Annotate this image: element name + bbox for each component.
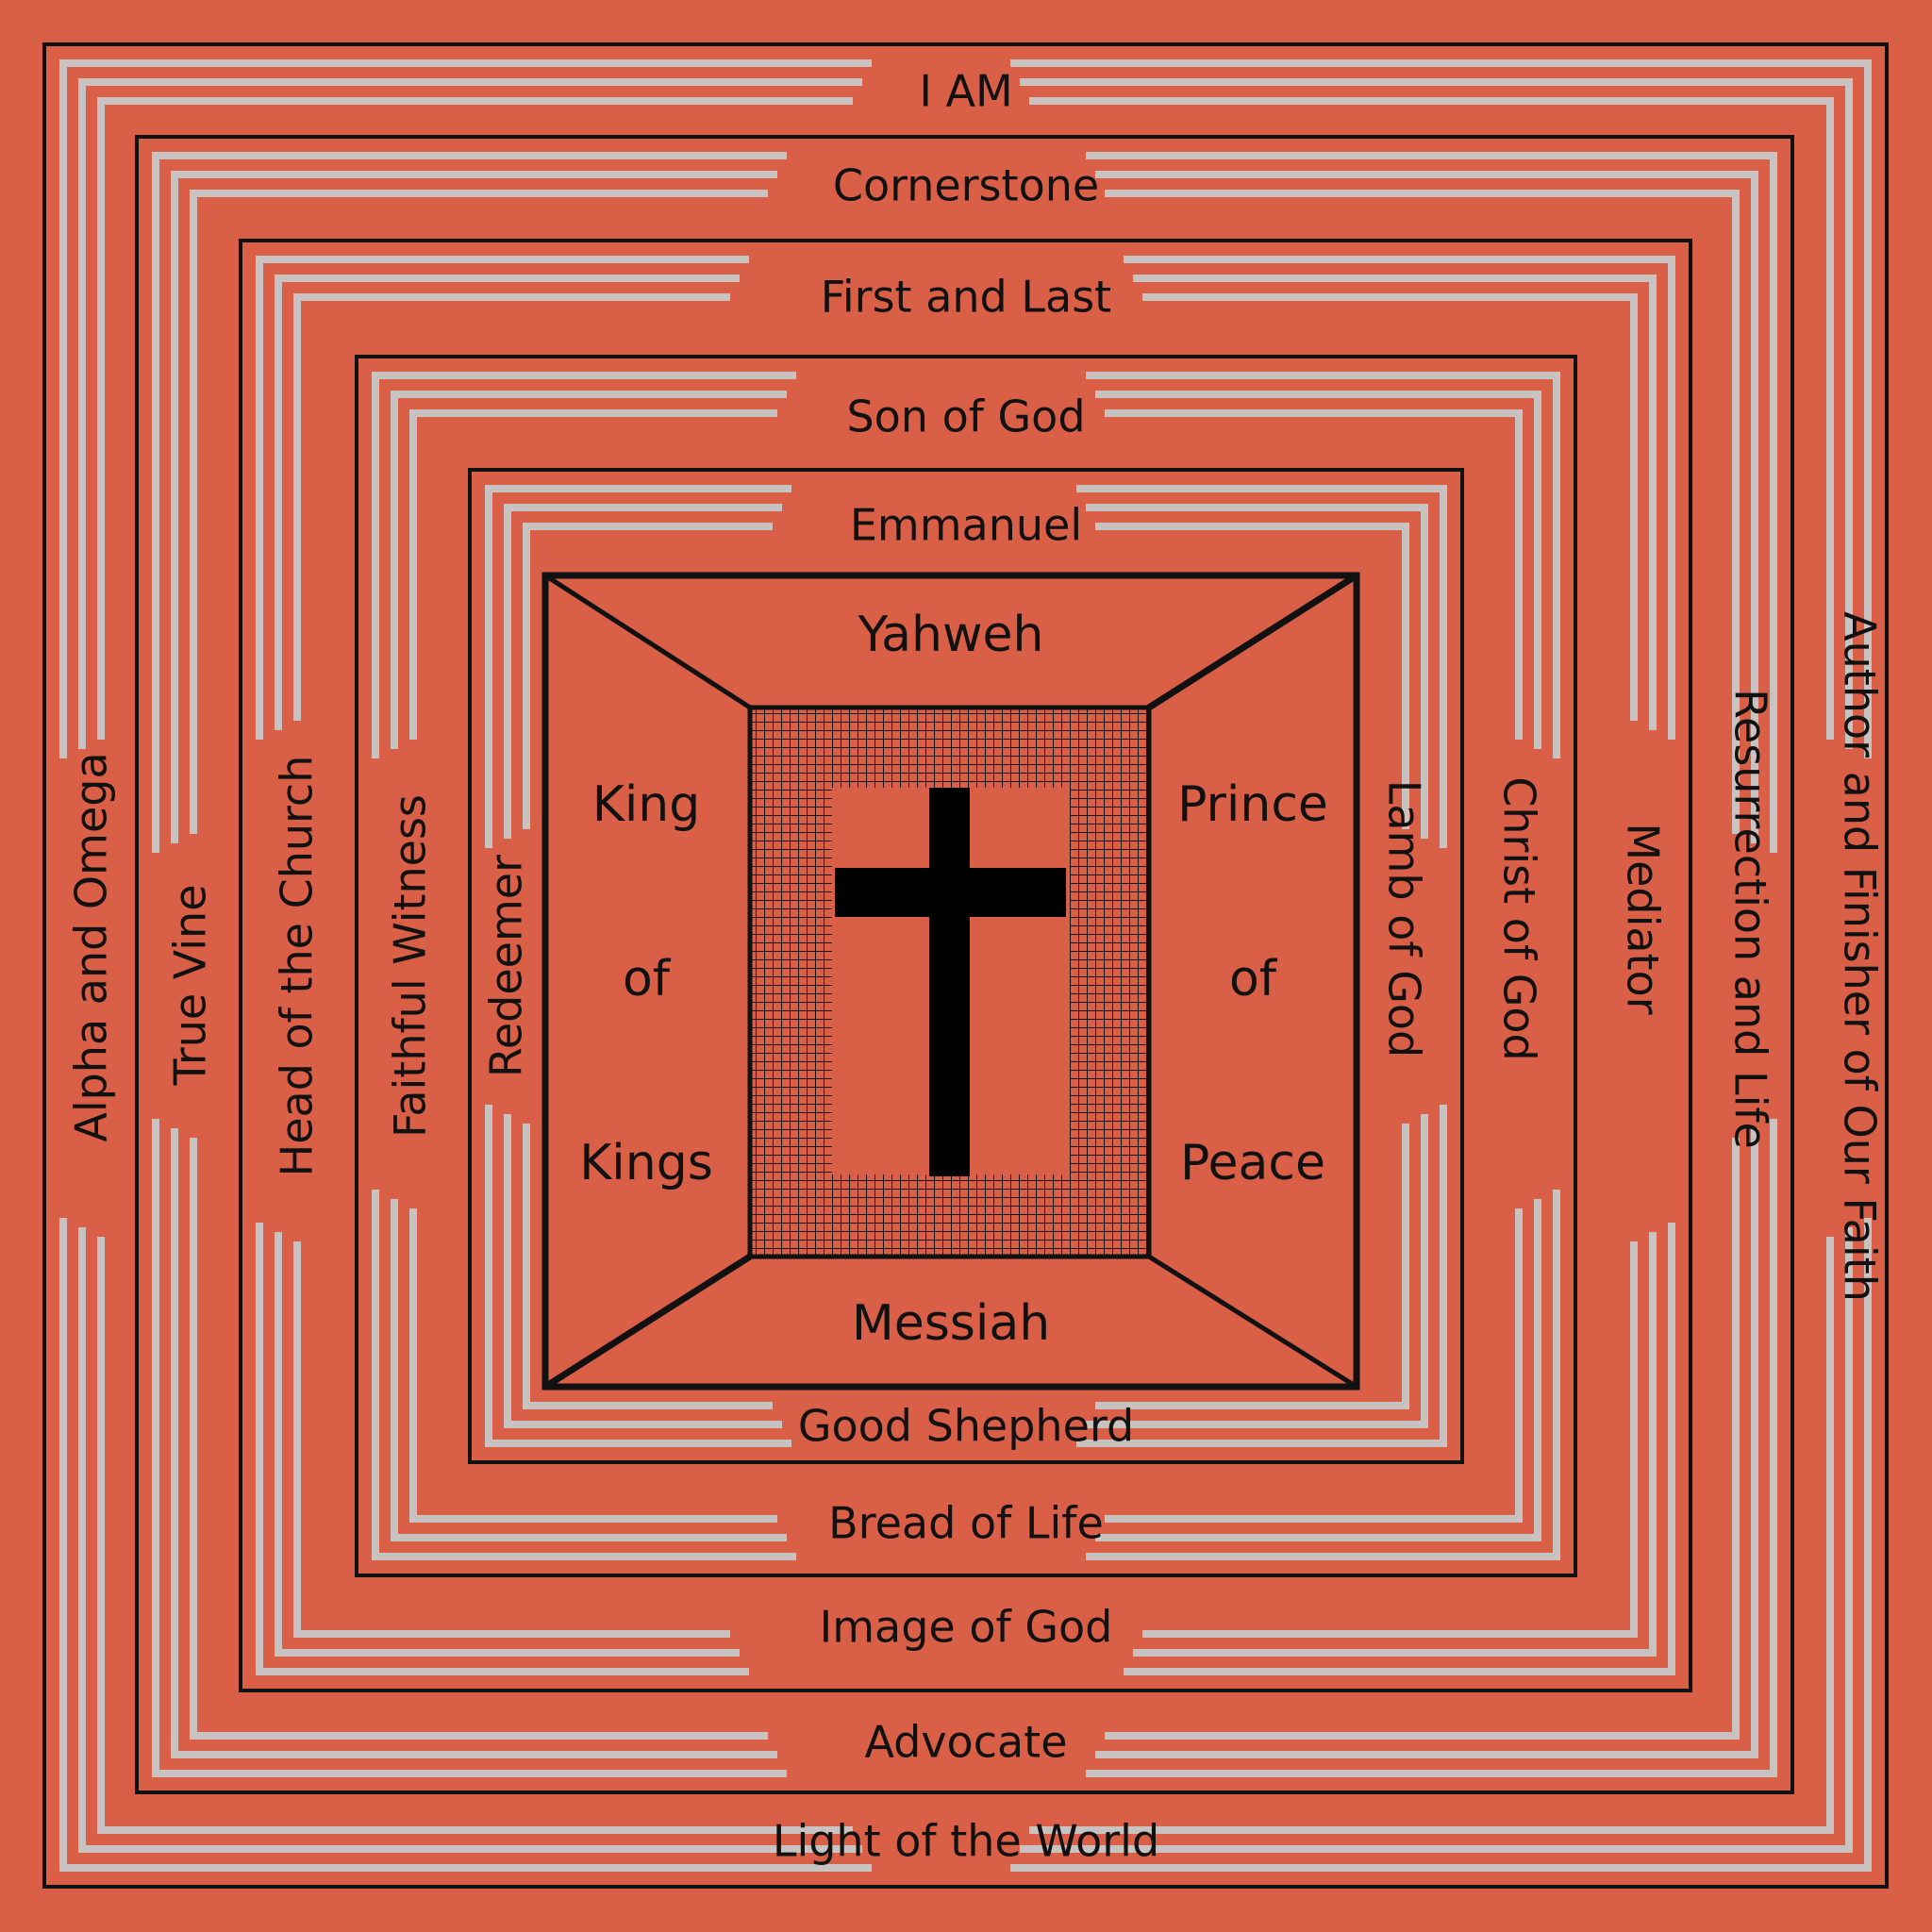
ring-frame-1	[42, 42, 1889, 1889]
center-outer-frame	[541, 572, 1360, 1391]
bevel-line-top-left	[543, 573, 752, 710]
center-right-label-line-3: Peace	[1180, 1135, 1325, 1191]
ring-4-left-label: Faithful Witness	[385, 794, 436, 1138]
ring-labels: I AM Light of the World Alpha and Omega Aut…	[66, 66, 1886, 1867]
ring-5-top-label: Emmanuel	[850, 500, 1082, 551]
ring-3-right-label: Mediator	[1618, 823, 1669, 1014]
center-left-label-line-3: Kings	[579, 1135, 713, 1191]
bevel-line-top-right	[1147, 573, 1358, 710]
center-right-label-line-2: of	[1229, 951, 1278, 1008]
center-panel: Yahweh Messiah King of Kings Prince of P…	[541, 572, 1360, 1391]
ring-1-top-label: I AM	[919, 66, 1012, 117]
ring-3-top-label: First and Last	[821, 272, 1111, 323]
ring-2-left-label: True Vine	[165, 884, 216, 1086]
ring-5-right-label: Lamb of God	[1379, 780, 1430, 1058]
ring-2-bottom-label: Advocate	[864, 1717, 1067, 1768]
center-left-label-line-1: King	[592, 776, 701, 833]
ring-2-right-label: Resurrection and Life	[1725, 689, 1776, 1149]
ring-1-left-label: Alpha and Omega	[66, 752, 117, 1141]
ring-frame-3	[239, 239, 1692, 1692]
bevel-line-bottom-left	[543, 1254, 752, 1390]
center-top-label: Yahweh	[858, 607, 1044, 663]
cross-icon	[835, 788, 1066, 1176]
bevel-line-bottom-right	[1147, 1254, 1358, 1390]
ring-frame-5	[468, 468, 1464, 1464]
ring-5-bottom-label: Good Shepherd	[798, 1401, 1134, 1452]
ring-frame-2	[135, 135, 1794, 1794]
stripe-border-pattern	[59, 59, 1872, 1872]
ring-4-bottom-label: Bread of Life	[828, 1498, 1104, 1549]
center-right-label-line-1: Prince	[1177, 776, 1328, 833]
center-bottom-label: Messiah	[852, 1295, 1050, 1352]
ring-4-right-label: Christ of God	[1494, 776, 1545, 1061]
ring-2-top-label: Cornerstone	[833, 160, 1099, 211]
ring-5-left-label: Redeemer	[481, 855, 532, 1077]
ring-frames	[42, 42, 1889, 1889]
ring-1-bottom-label: Light of the World	[773, 1816, 1159, 1867]
ring-3-left-label: Head of the Church	[272, 756, 323, 1177]
center-left-label-line-2: of	[623, 951, 672, 1008]
ring-4-top-label: Son of God	[846, 391, 1085, 442]
ring-3-bottom-label: Image of God	[820, 1602, 1113, 1653]
ring-frame-4	[355, 355, 1577, 1577]
ring-1-right-label: Author and Finisher of Our Faith	[1835, 611, 1886, 1302]
